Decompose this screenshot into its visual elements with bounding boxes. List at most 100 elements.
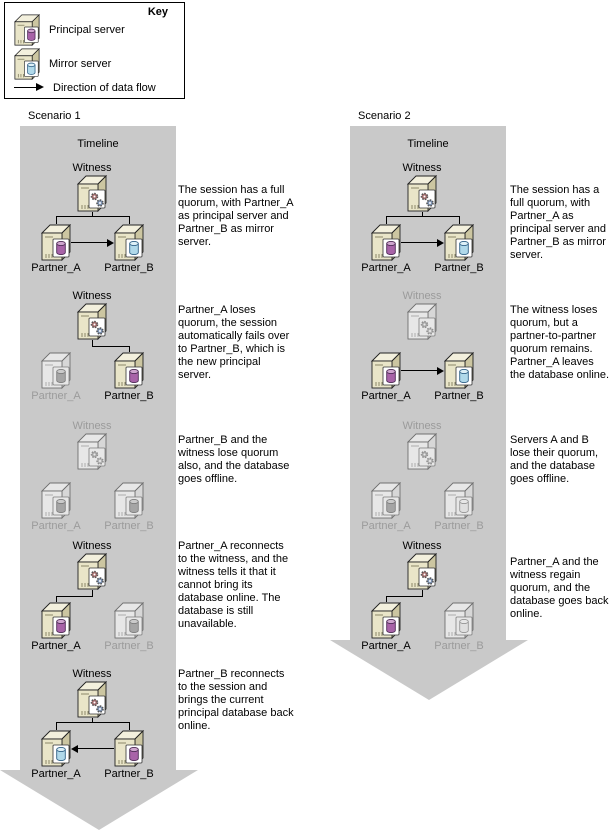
- stage-description: Partner_B reconnects to the session and …: [178, 668, 294, 732]
- stage-description: The witness loses quorum, but a partner-…: [510, 304, 610, 381]
- stage-description: Partner_A loses quorum, the session auto…: [178, 304, 290, 381]
- partner-b-server-icon: [113, 729, 145, 768]
- stage-description: Partner_A reconnects to the witness, and…: [178, 540, 289, 630]
- key-item-label: Principal server: [49, 24, 125, 36]
- partner-a-label: Partner_A: [361, 520, 411, 532]
- stage-description: Partner_B and the witness lose quorum al…: [178, 434, 290, 485]
- connector-line: [56, 722, 130, 723]
- connector-line: [56, 216, 130, 217]
- data-flow-line: [401, 242, 437, 243]
- key-item-label: Direction of data flow: [53, 82, 156, 94]
- timeline-label: Timeline: [407, 138, 449, 150]
- connector-line: [92, 718, 93, 722]
- data-flow-line: [71, 242, 107, 243]
- partner-a-label: Partner_A: [361, 390, 411, 402]
- connector-line: [129, 216, 130, 224]
- timeline-label: Timeline: [77, 138, 119, 150]
- partner-a-server-icon: [40, 729, 72, 768]
- connector-line: [129, 346, 130, 352]
- witness-server-icon: [76, 174, 108, 213]
- partner-a-server-icon: [40, 351, 72, 390]
- witness-server-icon: [76, 552, 108, 591]
- connector-line: [56, 596, 57, 602]
- witness-label: Witness: [402, 420, 442, 432]
- partner-b-server-icon: [443, 601, 475, 640]
- key-row-mirror: Mirror server: [13, 47, 112, 81]
- key-title: Key: [147, 6, 168, 18]
- partner-b-label: Partner_B: [434, 520, 484, 532]
- partner-b-server-icon: [443, 223, 475, 262]
- connector-line: [56, 596, 93, 597]
- partner-a-label: Partner_A: [31, 640, 81, 652]
- witness-server-icon: [406, 174, 438, 213]
- connector-line: [92, 590, 93, 596]
- connector-line: [56, 722, 57, 730]
- witness-label: Witness: [402, 540, 442, 552]
- partner-a-label: Partner_A: [31, 390, 81, 402]
- witness-server-icon: [406, 432, 438, 471]
- witness-label: Witness: [402, 162, 442, 174]
- partner-a-server-icon: [40, 601, 72, 640]
- partner-a-server-icon: [370, 351, 402, 390]
- partner-a-server-icon: [40, 223, 72, 262]
- witness-label: Witness: [72, 668, 112, 680]
- scenario-label: Scenario 1: [28, 110, 81, 122]
- data-flow-arrow-icon: [14, 83, 44, 93]
- timeline-arrow: [330, 126, 528, 700]
- arrow-line: [14, 87, 37, 88]
- witness-server-icon: [76, 302, 108, 341]
- witness-server-icon: [406, 552, 438, 591]
- connector-line: [422, 590, 423, 596]
- partner-b-server-icon: [113, 351, 145, 390]
- connector-line: [386, 216, 460, 217]
- data-flow-line: [78, 748, 114, 749]
- witness-label: Witness: [402, 290, 442, 302]
- key-row-flow: Direction of data flow: [14, 82, 156, 94]
- scenario-label: Scenario 2: [358, 110, 411, 122]
- partner-b-label: Partner_B: [434, 262, 484, 274]
- stage-description: Servers A and B lose their quorum, and t…: [510, 434, 599, 485]
- witness-label: Witness: [72, 420, 112, 432]
- data-flow-arrowhead: [437, 239, 444, 247]
- witness-label: Witness: [72, 162, 112, 174]
- partner-a-label: Partner_A: [361, 640, 411, 652]
- connector-line: [129, 722, 130, 730]
- connector-line: [422, 212, 423, 216]
- partner-a-label: Partner_A: [31, 262, 81, 274]
- key-item-label: Mirror server: [49, 58, 112, 70]
- data-flow-arrowhead: [71, 745, 78, 753]
- connector-line: [56, 216, 57, 224]
- partner-a-label: Partner_A: [31, 768, 81, 780]
- key-legend: Key Principal server Mirror server Direc…: [4, 2, 185, 99]
- partner-b-server-icon: [443, 481, 475, 520]
- partner-a-server-icon: [370, 223, 402, 262]
- mirror-server-icon: [13, 47, 41, 81]
- principal-server-icon: [13, 13, 41, 47]
- data-flow-arrowhead: [107, 239, 114, 247]
- partner-a-label: Partner_A: [361, 262, 411, 274]
- partner-a-server-icon: [370, 481, 402, 520]
- stage-description: Partner_A and the witness regain quorum,…: [510, 556, 609, 620]
- connector-line: [386, 596, 423, 597]
- partner-b-label: Partner_B: [104, 768, 154, 780]
- data-flow-arrowhead: [437, 367, 444, 375]
- partner-b-label: Partner_B: [104, 390, 154, 402]
- witness-server-icon: [406, 302, 438, 341]
- witness-server-icon: [76, 680, 108, 719]
- arrow-head: [36, 83, 44, 91]
- connector-line: [92, 346, 130, 347]
- connector-line: [386, 596, 387, 602]
- connector-line: [459, 216, 460, 224]
- partner-b-server-icon: [443, 351, 475, 390]
- witness-server-icon: [76, 432, 108, 471]
- partner-b-label: Partner_B: [434, 640, 484, 652]
- connector-line: [92, 212, 93, 216]
- partner-b-label: Partner_B: [104, 262, 154, 274]
- partner-a-server-icon: [40, 481, 72, 520]
- key-row-principal: Principal server: [13, 13, 125, 47]
- partner-a-server-icon: [370, 601, 402, 640]
- connector-line: [92, 340, 93, 346]
- stage-description: The session has a full quorum, with Part…: [178, 184, 293, 248]
- witness-label: Witness: [72, 290, 112, 302]
